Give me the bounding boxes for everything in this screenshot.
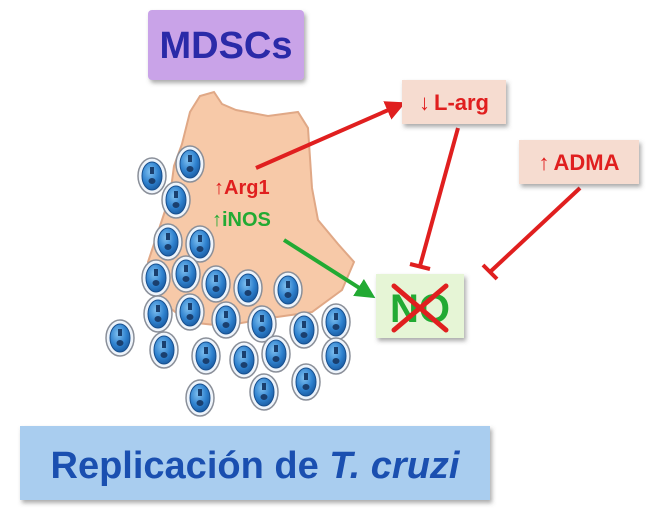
trypanosoma-amastigote-icon — [191, 337, 221, 375]
replication-label: Replicación de T. cruzi — [51, 445, 461, 487]
inos-marker: ↑iNOS — [212, 209, 271, 231]
adma-box — [519, 140, 639, 184]
inos-label: iNOS — [222, 209, 271, 231]
trypanosoma-amastigote-icon — [149, 331, 179, 369]
trypanosoma-amastigote-icon — [185, 379, 215, 417]
inhibit-adma-to-no — [481, 186, 582, 281]
trypanosoma-amastigote-icon — [273, 271, 303, 309]
trypanosoma-amastigote-icon — [161, 181, 191, 219]
adma-box-shape — [519, 140, 639, 184]
arg1-marker: ↑Arg1 — [214, 177, 270, 199]
replication-box-shape — [20, 426, 490, 500]
replication-box — [20, 426, 490, 500]
arrow-arg1-to-larg — [255, 101, 406, 170]
trypanosoma-amastigote-icon — [105, 319, 135, 357]
trypanosoma-amastigote-icon — [249, 373, 279, 411]
up-arrow-icon: ↑ — [214, 177, 224, 199]
arrow-inos-to-no — [282, 238, 376, 299]
up-arrow-icon: ↑ — [212, 209, 222, 231]
adma-text: ADMA — [554, 150, 620, 175]
trypanosoma-amastigote-icon — [153, 223, 183, 261]
trypanosoma-amastigote-icon — [201, 265, 231, 303]
larg-box — [402, 80, 506, 124]
trypanosoma-amastigote-icon — [141, 259, 171, 297]
trypanosoma-amastigote-icon — [289, 311, 319, 349]
trypanosoma-amastigote-icon — [175, 145, 205, 183]
parasite-cluster — [105, 145, 351, 417]
trypanosoma-amastigote-icon — [143, 295, 173, 333]
mdscs-box-shape — [148, 10, 304, 80]
trypanosoma-amastigote-icon — [291, 363, 321, 401]
arg1-label: Arg1 — [224, 177, 270, 199]
trypanosoma-amastigote-icon — [247, 305, 277, 343]
larg-label: ↓L-arg — [419, 90, 489, 115]
up-arrow-icon: ↑ — [539, 150, 550, 175]
trypanosoma-amastigote-icon — [261, 335, 291, 373]
mdscs-label: MDSCs — [159, 25, 292, 67]
trypanosoma-amastigote-icon — [211, 301, 241, 339]
trypanosoma-amastigote-icon — [137, 157, 167, 195]
trypanosoma-amastigote-icon — [229, 341, 259, 379]
adma-label: ↑ADMA — [539, 150, 620, 175]
trypanosoma-amastigote-icon — [321, 303, 351, 341]
trypanosoma-amastigote-icon — [185, 225, 215, 263]
trypanosoma-amastigote-icon — [233, 269, 263, 307]
species-name: T. cruzi — [329, 445, 461, 487]
trypanosoma-amastigote-icon — [175, 293, 205, 331]
inhibit-larg-to-no — [409, 127, 460, 271]
cross-icon — [391, 283, 449, 333]
trypanosoma-amastigote-icon — [321, 337, 351, 375]
down-arrow-icon: ↓ — [419, 90, 430, 115]
larg-box-shape — [402, 80, 506, 124]
trypanosoma-amastigote-icon — [171, 255, 201, 293]
replication-text: Replicación de — [51, 445, 330, 487]
mdscs-title-box — [148, 10, 304, 80]
larg-text: L-arg — [434, 90, 489, 115]
